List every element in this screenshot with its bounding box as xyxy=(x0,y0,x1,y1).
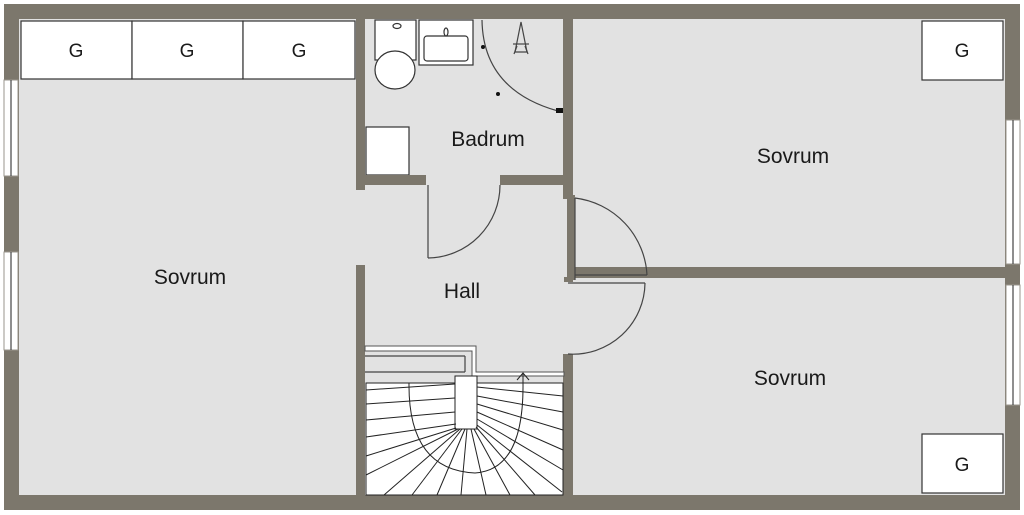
wardrobe-label: G xyxy=(69,41,84,62)
wall-right-horizontal xyxy=(650,267,1020,278)
door-opening-bottom-right xyxy=(563,282,574,354)
wall-bath-bottom-right xyxy=(500,175,564,185)
door-bathroom xyxy=(427,184,501,259)
shower-screen xyxy=(481,19,564,113)
wall-left-vertical-top xyxy=(356,19,365,190)
wardrobe xyxy=(131,20,244,80)
wardrobe-label: G xyxy=(180,41,195,62)
stair-railing xyxy=(364,345,565,377)
wall-center-vertical-bottom xyxy=(563,354,573,495)
jamb xyxy=(567,195,575,280)
door-bedroom-top-right xyxy=(574,197,648,280)
room-label-hall: Hall xyxy=(444,280,480,303)
washing-machine xyxy=(365,126,410,176)
door-bedroom-bottom-right xyxy=(567,282,646,355)
room-label-bedroom-bottom-right: Sovrum xyxy=(754,367,826,390)
wardrobe xyxy=(921,433,1004,494)
toilet xyxy=(374,19,417,90)
wardrobe-label: G xyxy=(292,41,307,62)
room-label-bedroom-left: Sovrum xyxy=(154,266,226,289)
door-opening-left xyxy=(356,190,366,265)
jamb-top-right-door xyxy=(563,195,575,199)
jamb-small xyxy=(645,267,650,278)
staircase xyxy=(365,372,564,496)
room-label-bedroom-top-right: Sovrum xyxy=(757,145,829,168)
room-label-bathroom: Badrum xyxy=(451,128,525,151)
wall-bath-bottom-left xyxy=(365,175,426,185)
door-opening-bath xyxy=(426,175,500,186)
wall-left-vertical-bottom xyxy=(356,265,365,495)
wardrobe xyxy=(921,20,1004,81)
sink xyxy=(418,19,474,66)
wardrobe-label: G xyxy=(955,455,970,476)
wardrobe xyxy=(242,20,356,80)
shower-icon xyxy=(513,21,529,55)
floor-bedroom-left xyxy=(19,19,357,495)
wall-center-vertical-top xyxy=(563,19,573,197)
wardrobe-label: G xyxy=(955,41,970,62)
